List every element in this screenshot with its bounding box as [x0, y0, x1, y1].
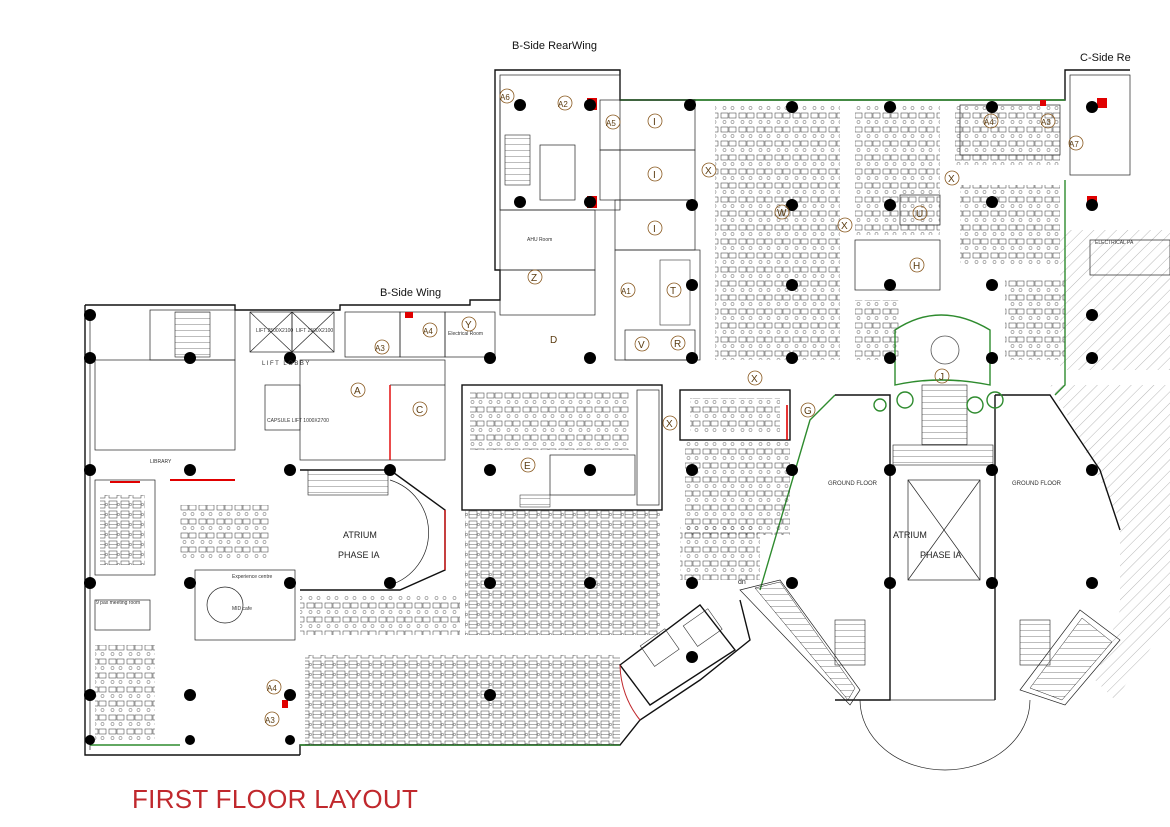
room-tag-i3: I — [653, 224, 656, 235]
room-tag-j: J — [939, 372, 944, 383]
room-tag-a4-right: A4 — [984, 118, 994, 127]
room-tag-a3-right: A3 — [1041, 118, 1051, 127]
area-label-capsule-lift: CAPSULE LIFT 1000X2700 — [267, 418, 329, 424]
area-label-meeting-room: 9 pax meeting room — [96, 600, 140, 606]
area-label-electrical-panel: ELECTRICAL PA — [1095, 240, 1134, 246]
room-tag-i1: I — [653, 117, 656, 128]
room-tag-y: Y — [465, 320, 472, 331]
room-tag-z: Z — [531, 273, 537, 284]
desk-clusters — [95, 105, 1065, 745]
room-tag-i2: I — [653, 170, 656, 181]
area-label-experience-centre: Experience centre — [232, 574, 273, 580]
room-tag-g: G — [804, 406, 812, 417]
wing-label-c-side: C-Side Re — [1080, 52, 1131, 64]
area-label-atrium-left: ATRIUM — [343, 530, 377, 540]
area-label-lift-2: LIFT 2500X2100 — [296, 328, 333, 334]
area-label-lift-1: LIFT 2500X2100 — [256, 328, 293, 334]
room-tag-e: E — [524, 461, 531, 472]
room-tag-a4-left: A4 — [423, 327, 433, 336]
area-label-atrium-right: ATRIUM — [893, 530, 927, 540]
room-tag-v: V — [638, 340, 645, 351]
atrium-left — [300, 469, 446, 591]
area-label-ground-floor-left: GROUND FLOOR — [828, 481, 878, 487]
room-tags: A C E G H J X X X X X W U I I I T V R — [264, 88, 1084, 727]
layout-title: FIRST FLOOR LAYOUT — [132, 784, 418, 814]
room-tag-h: H — [913, 261, 920, 272]
room-tag-c: C — [416, 405, 423, 416]
meeting-pod — [619, 604, 737, 721]
room-tag-t: T — [670, 286, 676, 297]
area-label-ahu-room: AHU Room — [527, 237, 552, 243]
room-tag-x1: X — [751, 374, 758, 385]
area-label-electrical-room: Electrical Room — [448, 331, 483, 337]
wing-label-b-side-rear: B-Side RearWing — [512, 40, 597, 52]
room-tag-w: W — [777, 208, 787, 219]
room-tag-u: U — [916, 209, 923, 220]
area-label-lift-lobby: LIFT LOBBY — [262, 361, 311, 367]
area-label-phase-left: PHASE IA — [338, 550, 380, 560]
room-tag-a4-bottom: A4 — [267, 684, 277, 693]
wing-label-b-side: B-Side Wing — [380, 287, 441, 299]
room-tag-a3-bottom: A3 — [265, 716, 275, 725]
area-label-phase-right: PHASE IA — [920, 550, 962, 560]
atrium-right — [739, 384, 1121, 771]
left-wing-rooms — [94, 309, 496, 641]
room-tag-d: D — [550, 335, 557, 346]
central-areas — [299, 359, 791, 511]
area-label-mid-cafe: MID cafe — [232, 606, 252, 612]
room-tag-a6: A6 — [500, 93, 510, 102]
room-tag-x2: X — [666, 419, 673, 430]
room-tag-x3: X — [705, 166, 712, 177]
rear-wing-rooms — [499, 74, 701, 361]
room-tag-a2: A2 — [558, 100, 568, 109]
room-tag-a1: A1 — [621, 287, 631, 296]
room-tag-x4: X — [841, 221, 848, 232]
room-tag-a: A — [354, 386, 361, 397]
right-wing-rooms — [854, 74, 1170, 291]
room-tag-x5: X — [948, 174, 955, 185]
area-label-dn: dn — [738, 579, 746, 586]
room-tag-a5: A5 — [606, 119, 616, 128]
hatched-zone — [1050, 230, 1170, 700]
area-label-library: LIBRARY — [150, 459, 172, 465]
room-tag-a3-left: A3 — [375, 344, 385, 353]
area-label-ground-floor-right: GROUND FLOOR — [1012, 481, 1062, 487]
columns — [84, 99, 1098, 745]
room-tag-a7: A7 — [1069, 140, 1079, 149]
room-tag-r: R — [674, 339, 681, 350]
